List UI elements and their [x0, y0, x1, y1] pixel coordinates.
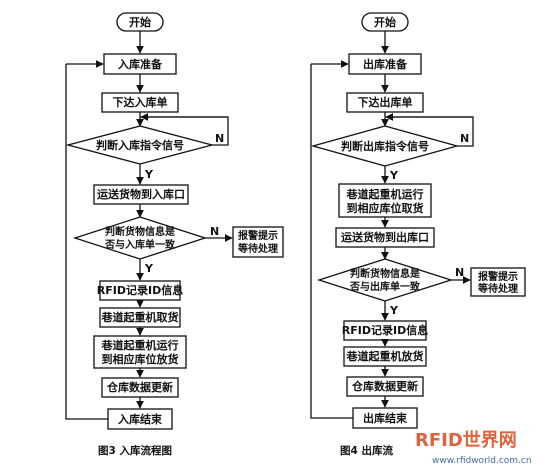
crane-pick-box	[338, 183, 432, 218]
outbound-prepare-label: 出库准备	[363, 57, 408, 71]
check-goods-info-diamond	[72, 216, 208, 260]
figure-caption-3: 图3 入库流程图	[98, 444, 172, 457]
watermark-brand: RFID世界网	[415, 430, 517, 451]
watermark-url: www.rfidworld.com.cn	[432, 456, 532, 466]
inbound-labels: 开始 入库准备 下达入库单 判断入库指令信号 N Y 运送货物到入库口 判断货物…	[96, 15, 278, 457]
inbound-prepare-label: 入库准备	[118, 57, 163, 71]
transport-to-outbound-port-label: 运送货物到出库口	[341, 230, 429, 244]
transport-to-inbound-port-box	[93, 184, 189, 205]
yes-label: Y	[389, 304, 399, 317]
issue-inbound-order-label: 下达入库单	[113, 95, 168, 109]
check-goods-info-label-1: 判断货物信息是	[350, 267, 420, 280]
check-goods-info-label-1: 判断货物信息是	[105, 225, 175, 238]
check-goods-info-diamond	[316, 258, 454, 302]
warehouse-data-update-label: 仓库数据更新	[351, 379, 418, 393]
no-label: N	[460, 132, 469, 145]
crane-store-box	[93, 335, 187, 369]
yes-label: Y	[144, 168, 154, 181]
alarm-box	[470, 267, 526, 297]
check-outbound-signal-label: 判断出库指令信号	[341, 139, 429, 153]
crane-store-label-2: 到相应库位放货	[102, 352, 179, 366]
check-goods-info-label-2: 否与出库单一致	[349, 280, 421, 293]
alarm-label-1: 报警提示	[478, 270, 518, 283]
alarm-label-2: 等待处理	[478, 282, 518, 295]
crane-pick-label-2: 到相应库位取货	[347, 201, 424, 215]
crane-pickup-label: 巷道起重机取货	[101, 310, 179, 324]
start-label: 开始	[129, 15, 151, 29]
alarm-box	[232, 226, 284, 258]
check-inbound-signal-label: 判断入库指令信号	[96, 138, 184, 152]
check-goods-info-label-2: 否与入库单一致	[104, 238, 176, 251]
alarm-label-1: 报警提示	[238, 229, 278, 242]
no-label: N	[215, 132, 224, 145]
yes-label: Y	[389, 169, 399, 182]
crane-store-label-1: 巷道起重机运行	[101, 338, 179, 352]
rfid-record-label: RFID记录ID信息	[97, 283, 183, 297]
figure-caption-4: 图4 出库流	[340, 444, 393, 457]
transport-to-inbound-port-label: 运送货物到入库口	[97, 187, 185, 201]
no-label: N	[455, 266, 464, 279]
outbound-flowchart	[310, 12, 526, 429]
outbound-labels: 开始 出库准备 下达出库单 判断出库指令信号 N Y 巷道起重机运行 到相应库位…	[340, 15, 518, 457]
inbound-flowchart	[65, 12, 284, 430]
issue-outbound-order-label: 下达出库单	[358, 95, 413, 109]
no-label: N	[210, 225, 219, 238]
inbound-end-label: 入库结束	[118, 412, 163, 426]
watermark: RFID世界网 www.rfidworld.com.cn	[415, 430, 532, 466]
outbound-end-label: 出库结束	[363, 411, 408, 425]
rfid-record-label: RFID记录ID信息	[342, 323, 428, 337]
warehouse-data-update-label: 仓库数据更新	[106, 380, 173, 394]
crane-drop-label: 巷道起重机放货	[346, 349, 424, 363]
yes-label: Y	[144, 262, 154, 275]
alarm-label-2: 等待处理	[238, 242, 278, 255]
crane-pick-label-1: 巷道起重机运行	[346, 187, 424, 201]
start-label: 开始	[374, 15, 396, 29]
